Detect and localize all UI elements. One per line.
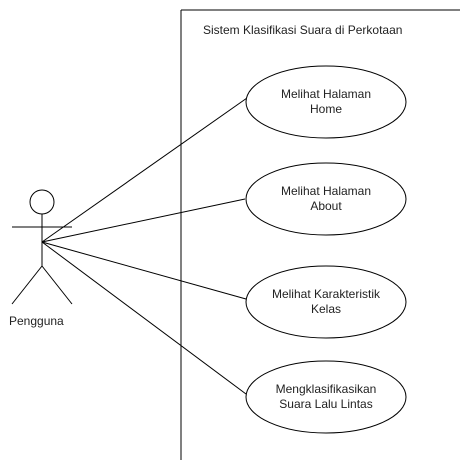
use-case-ellipse[interactable] bbox=[245, 360, 407, 434]
use-case-label-home: Melihat Halaman Home bbox=[280, 87, 372, 116]
use-case-label-karakteristik: Melihat Karakteristik Kelas bbox=[271, 287, 381, 316]
actor-right-leg bbox=[41, 265, 73, 305]
actor-left-leg bbox=[11, 265, 43, 305]
association-line bbox=[41, 241, 247, 300]
association-line bbox=[41, 198, 246, 243]
actor-name: Pengguna bbox=[9, 314, 64, 328]
use-case-ellipse[interactable] bbox=[245, 65, 407, 139]
use-case-ellipse[interactable] bbox=[245, 265, 407, 339]
use-case-label-about: Melihat Halaman About bbox=[280, 184, 372, 213]
use-case-ellipse[interactable] bbox=[245, 162, 407, 236]
association-line bbox=[41, 241, 247, 395]
association-line bbox=[41, 97, 248, 243]
system-title: Sistem Klasifikasi Suara di Perkotaan bbox=[203, 23, 403, 37]
use-case-label-klasifikasi: Mengklasifikasikan Suara Lalu Lintas bbox=[275, 382, 377, 411]
actor-figure bbox=[11, 189, 73, 305]
actor-head bbox=[29, 189, 55, 215]
